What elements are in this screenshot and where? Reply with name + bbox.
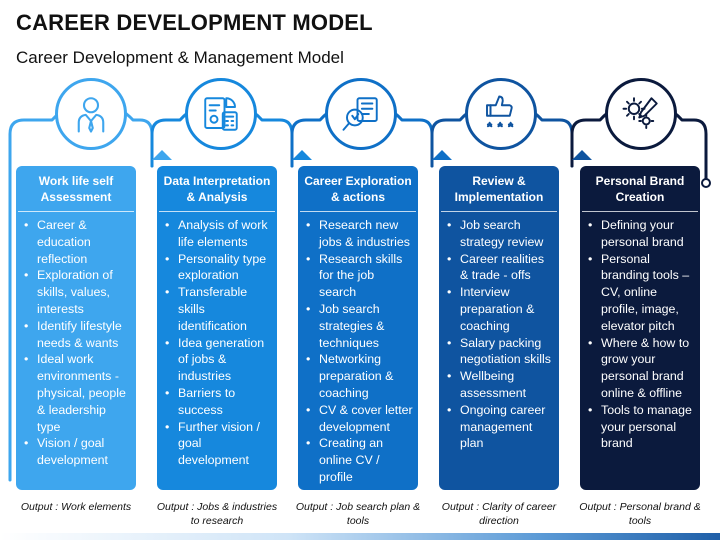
stage-card-2: Data Interpretation & Analysis Analysis … [157, 166, 277, 490]
list-item: Defining your personal brand [588, 217, 696, 251]
arrow-into-stage-2 [152, 150, 172, 160]
end-marker [701, 178, 711, 188]
list-item: Barriers to success [165, 385, 273, 419]
list-item: Transferable skills identification [165, 284, 273, 334]
stage-output-1: Output : Work elements [20, 501, 132, 513]
arrow-into-stage-3 [292, 150, 312, 160]
stage-card-1: Work life self Assessment Career & educa… [16, 166, 136, 490]
stage-items: Career & education reflection Exploratio… [16, 212, 136, 469]
list-item: Job search strategies & techniques [306, 301, 414, 351]
list-item: Personality type exploration [165, 251, 273, 285]
page-subtitle: Career Development & Management Model [16, 48, 344, 67]
stage-title: Data Interpretation & Analysis [159, 166, 275, 212]
list-item: Interview preparation & coaching [447, 284, 555, 334]
stage-card-4: Review & Implementation Job search strat… [439, 166, 559, 490]
stage-items: Defining your personal brand Personal br… [580, 212, 700, 452]
list-item: Creating an online CV / profile [306, 435, 414, 485]
stage-card-3: Career Exploration & actions Research ne… [298, 166, 418, 490]
stage-title: Work life self Assessment [18, 166, 134, 212]
report-calculator-icon [204, 97, 238, 131]
stage-output-4: Output : Clarity of career direction [441, 501, 557, 527]
stage-items: Job search strategy review Career realit… [439, 212, 559, 452]
list-item: Career realities & trade - offs [447, 251, 555, 285]
list-item: Ongoing career management plan [447, 402, 555, 452]
stage-title: Review & Implementation [441, 166, 557, 212]
stage-4-icon-circle [465, 78, 537, 150]
stage-items: Analysis of work life elements Personali… [157, 212, 277, 469]
list-item: Salary packing negotiation skills [447, 335, 555, 369]
list-item: Job search strategy review [447, 217, 555, 251]
list-item: Research new jobs & industries [306, 217, 414, 251]
stage-1-icon-circle [55, 78, 127, 150]
list-item: Research skills for the job search [306, 251, 414, 301]
businessman-icon [77, 97, 105, 133]
list-item: Tools to manage your personal brand [588, 402, 696, 452]
arrow-into-stage-4 [432, 150, 452, 160]
list-item: Further vision / goal development [165, 419, 273, 469]
stage-items: Research new jobs & industries Research … [298, 212, 418, 486]
list-item: Vision / goal development [24, 435, 132, 469]
list-item: Exploration of skills, values, interests [24, 267, 132, 317]
stage-output-5: Output : Personal brand & tools [579, 501, 701, 527]
page-title: CAREER DEVELOPMENT MODEL [16, 10, 373, 35]
list-item: Ideal work environments - physical, peop… [24, 351, 132, 435]
stage-output-2: Output : Jobs & industries to research [156, 501, 278, 527]
arrow-into-stage-5 [572, 150, 592, 160]
stage-2-icon-circle [185, 78, 257, 150]
stage-3-icon-circle [325, 78, 397, 150]
list-item: Idea generation of jobs & industries [165, 335, 273, 385]
gears-pencil-icon [622, 97, 658, 129]
stage-5-icon-circle [605, 78, 677, 150]
list-item: CV & cover letter development [306, 402, 414, 436]
stage-output-3: Output : Job search plan & tools [295, 501, 421, 527]
list-item: Identify lifestyle needs & wants [24, 318, 132, 352]
stage-title: Career Exploration & actions [300, 166, 416, 212]
list-item: Networking preparation & coaching [306, 351, 414, 401]
list-item: Wellbeing assessment [447, 368, 555, 402]
magnifier-search-icon [342, 97, 378, 131]
list-item: Career & education reflection [24, 217, 132, 267]
stage-title: Personal Brand Creation [582, 166, 698, 212]
footer-gradient-bar [0, 533, 720, 540]
list-item: Where & how to grow your personal brand … [588, 335, 696, 402]
list-item: Analysis of work life elements [165, 217, 273, 251]
list-item: Personal branding tools – CV, online pro… [588, 251, 696, 335]
thumbs-up-rating-icon [486, 95, 514, 128]
stage-card-5: Personal Brand Creation Defining your pe… [580, 166, 700, 490]
